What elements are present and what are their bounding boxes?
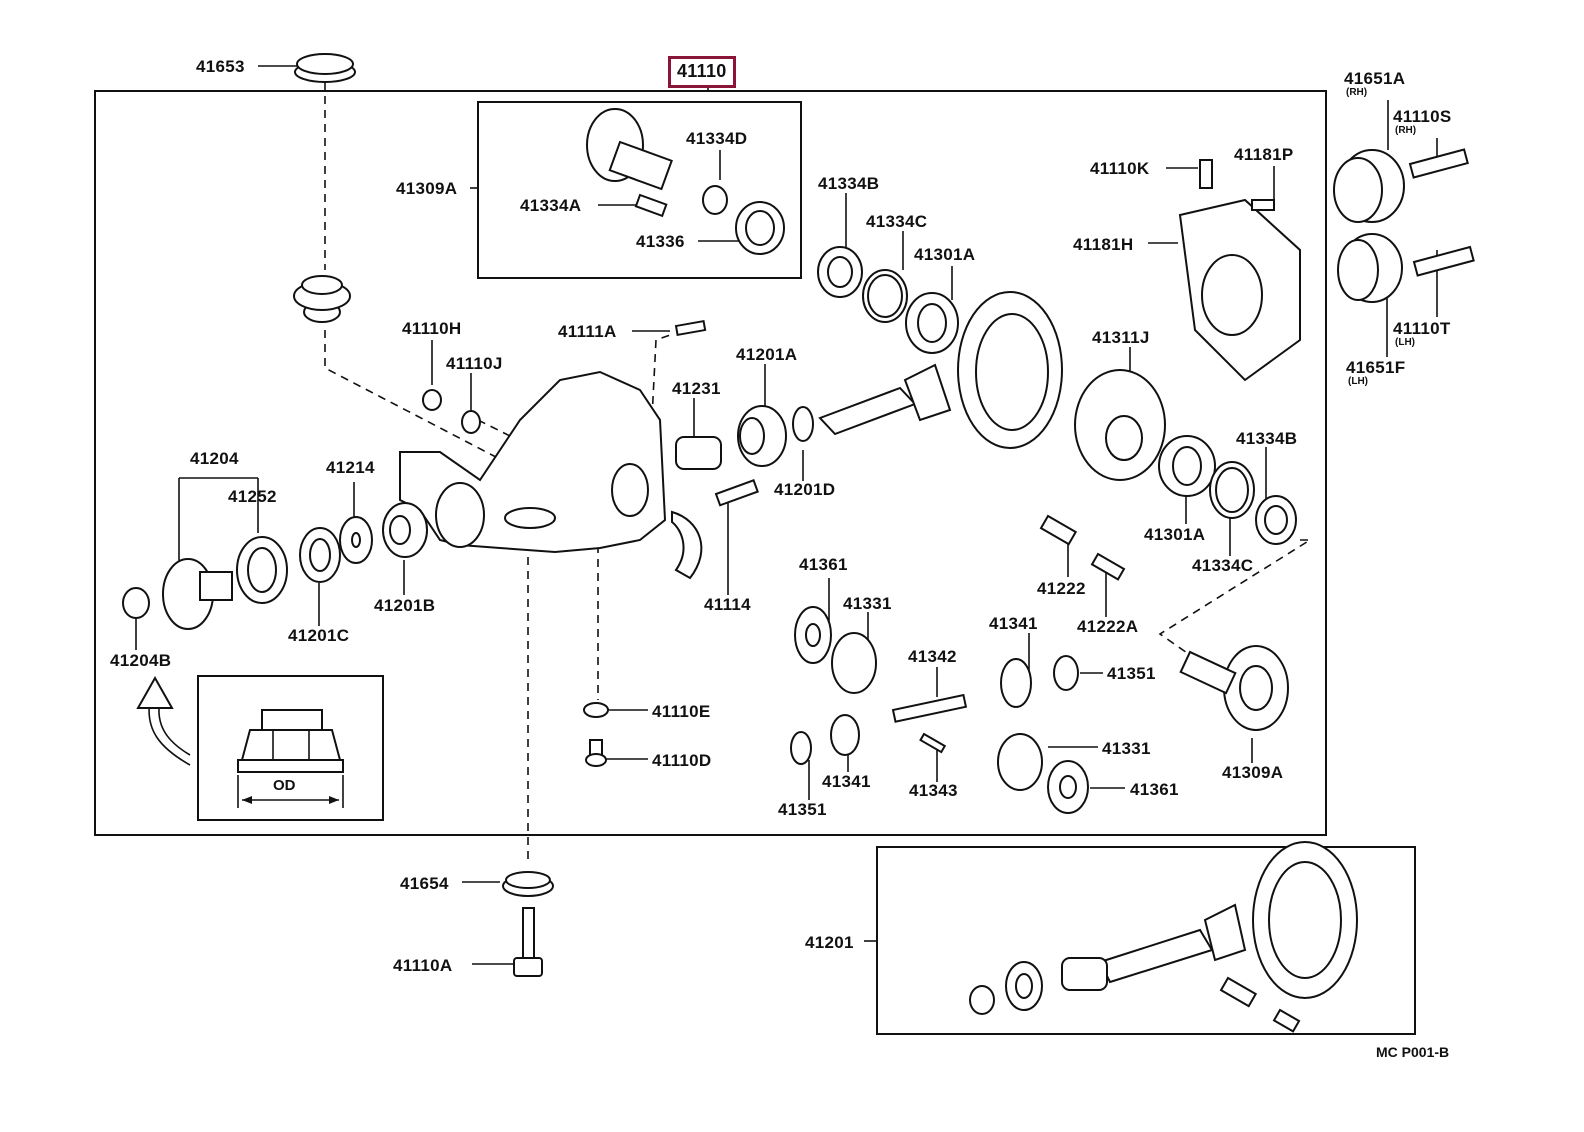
part-label-41334b[interactable]: 41334B — [818, 174, 880, 193]
lh-note: (LH) — [1395, 337, 1415, 348]
part-label-41110a[interactable]: 41110A — [393, 956, 453, 975]
rh-note: (RH) — [1395, 125, 1417, 136]
part-label-41653[interactable]: 41653 — [196, 57, 245, 76]
part-label-41361-lower[interactable]: 41361 — [1130, 780, 1179, 799]
part-label-41331[interactable]: 41331 — [843, 594, 892, 613]
part-label-41341-lower[interactable]: 41341 — [822, 772, 871, 791]
flange-kit-box — [477, 101, 802, 279]
leader-lines — [135, 65, 1438, 965]
drawing-code: MC P001-B — [1376, 1044, 1450, 1060]
part-label-41222[interactable]: 41222 — [1037, 579, 1086, 598]
part-label-41651f[interactable]: 41651F — [1346, 358, 1406, 377]
part-label-41343[interactable]: 41343 — [909, 781, 958, 800]
part-label-41351-lower[interactable]: 41351 — [778, 800, 827, 819]
part-label-41654[interactable]: 41654 — [400, 874, 449, 893]
part-label-41110d[interactable]: 41110D — [652, 751, 712, 770]
part-label-41334c-lower[interactable]: 41334C — [1192, 556, 1254, 575]
part-label-41110e[interactable]: 41110E — [652, 702, 711, 721]
highlighted-part-number[interactable]: 41110 — [668, 56, 736, 88]
part-label-41201b[interactable]: 41201B — [374, 596, 436, 615]
part-label-41201d[interactable]: 41201D — [774, 480, 836, 499]
part-label-41114[interactable]: 41114 — [704, 595, 751, 614]
part-label-41201a[interactable]: 41201A — [736, 345, 798, 364]
dashed-connectors — [324, 82, 1313, 860]
part-label-41252[interactable]: 41252 — [228, 487, 277, 506]
part-label-41334c[interactable]: 41334C — [866, 212, 928, 231]
part-label-41201c[interactable]: 41201C — [288, 626, 350, 645]
part-label-41110j[interactable]: 41110J — [446, 354, 503, 373]
part-label-41231[interactable]: 41231 — [672, 379, 721, 398]
part-label-41342[interactable]: 41342 — [908, 647, 957, 666]
part-label-41181p[interactable]: 41181P — [1234, 145, 1294, 164]
part-label-41309a[interactable]: 41309A — [396, 179, 458, 198]
part-label-41351[interactable]: 41351 — [1107, 664, 1156, 683]
part-label-41111a[interactable]: 41111A — [558, 322, 617, 341]
part-label-41336[interactable]: 41336 — [636, 232, 685, 251]
part-label-41361[interactable]: 41361 — [799, 555, 848, 574]
part-label-41334a[interactable]: 41334A — [520, 196, 582, 215]
part-label-41311j[interactable]: 41311J — [1092, 328, 1150, 347]
part-label-41334d[interactable]: 41334D — [686, 129, 748, 148]
od-dimension-label: OD — [273, 777, 296, 794]
part-label-41331-lower[interactable]: 41331 — [1102, 739, 1151, 758]
part-label-41201[interactable]: 41201 — [805, 933, 854, 952]
part-label-41301a-lower[interactable]: 41301A — [1144, 525, 1206, 544]
part-label-41301a[interactable]: 41301A — [914, 245, 976, 264]
part-label-41110s[interactable]: 41110S — [1393, 107, 1452, 126]
rh-note: (RH) — [1346, 87, 1368, 98]
part-label-41309a-lower[interactable]: 41309A — [1222, 763, 1284, 782]
part-label-41181h[interactable]: 41181H — [1073, 235, 1134, 254]
part-label-41214[interactable]: 41214 — [326, 458, 375, 477]
part-label-41110t[interactable]: 41110T — [1393, 319, 1451, 338]
part-label-41110: 41110 — [677, 61, 727, 81]
part-label-41341[interactable]: 41341 — [989, 614, 1038, 633]
part-label-41222a[interactable]: 41222A — [1077, 617, 1139, 636]
part-shapes — [122, 53, 1475, 1033]
od-inset-box — [197, 675, 384, 821]
part-label-41204b[interactable]: 41204B — [110, 651, 172, 670]
part-label-41204[interactable]: 41204 — [190, 449, 239, 468]
part-label-41651a[interactable]: 41651A — [1344, 69, 1406, 88]
main-assembly-frame — [94, 90, 1327, 836]
part-label-41110h[interactable]: 41110H — [402, 319, 462, 338]
part-label-41110k[interactable]: 41110K — [1090, 159, 1150, 178]
lh-note: (LH) — [1348, 376, 1368, 387]
part-label-41334b-lower[interactable]: 41334B — [1236, 429, 1298, 448]
